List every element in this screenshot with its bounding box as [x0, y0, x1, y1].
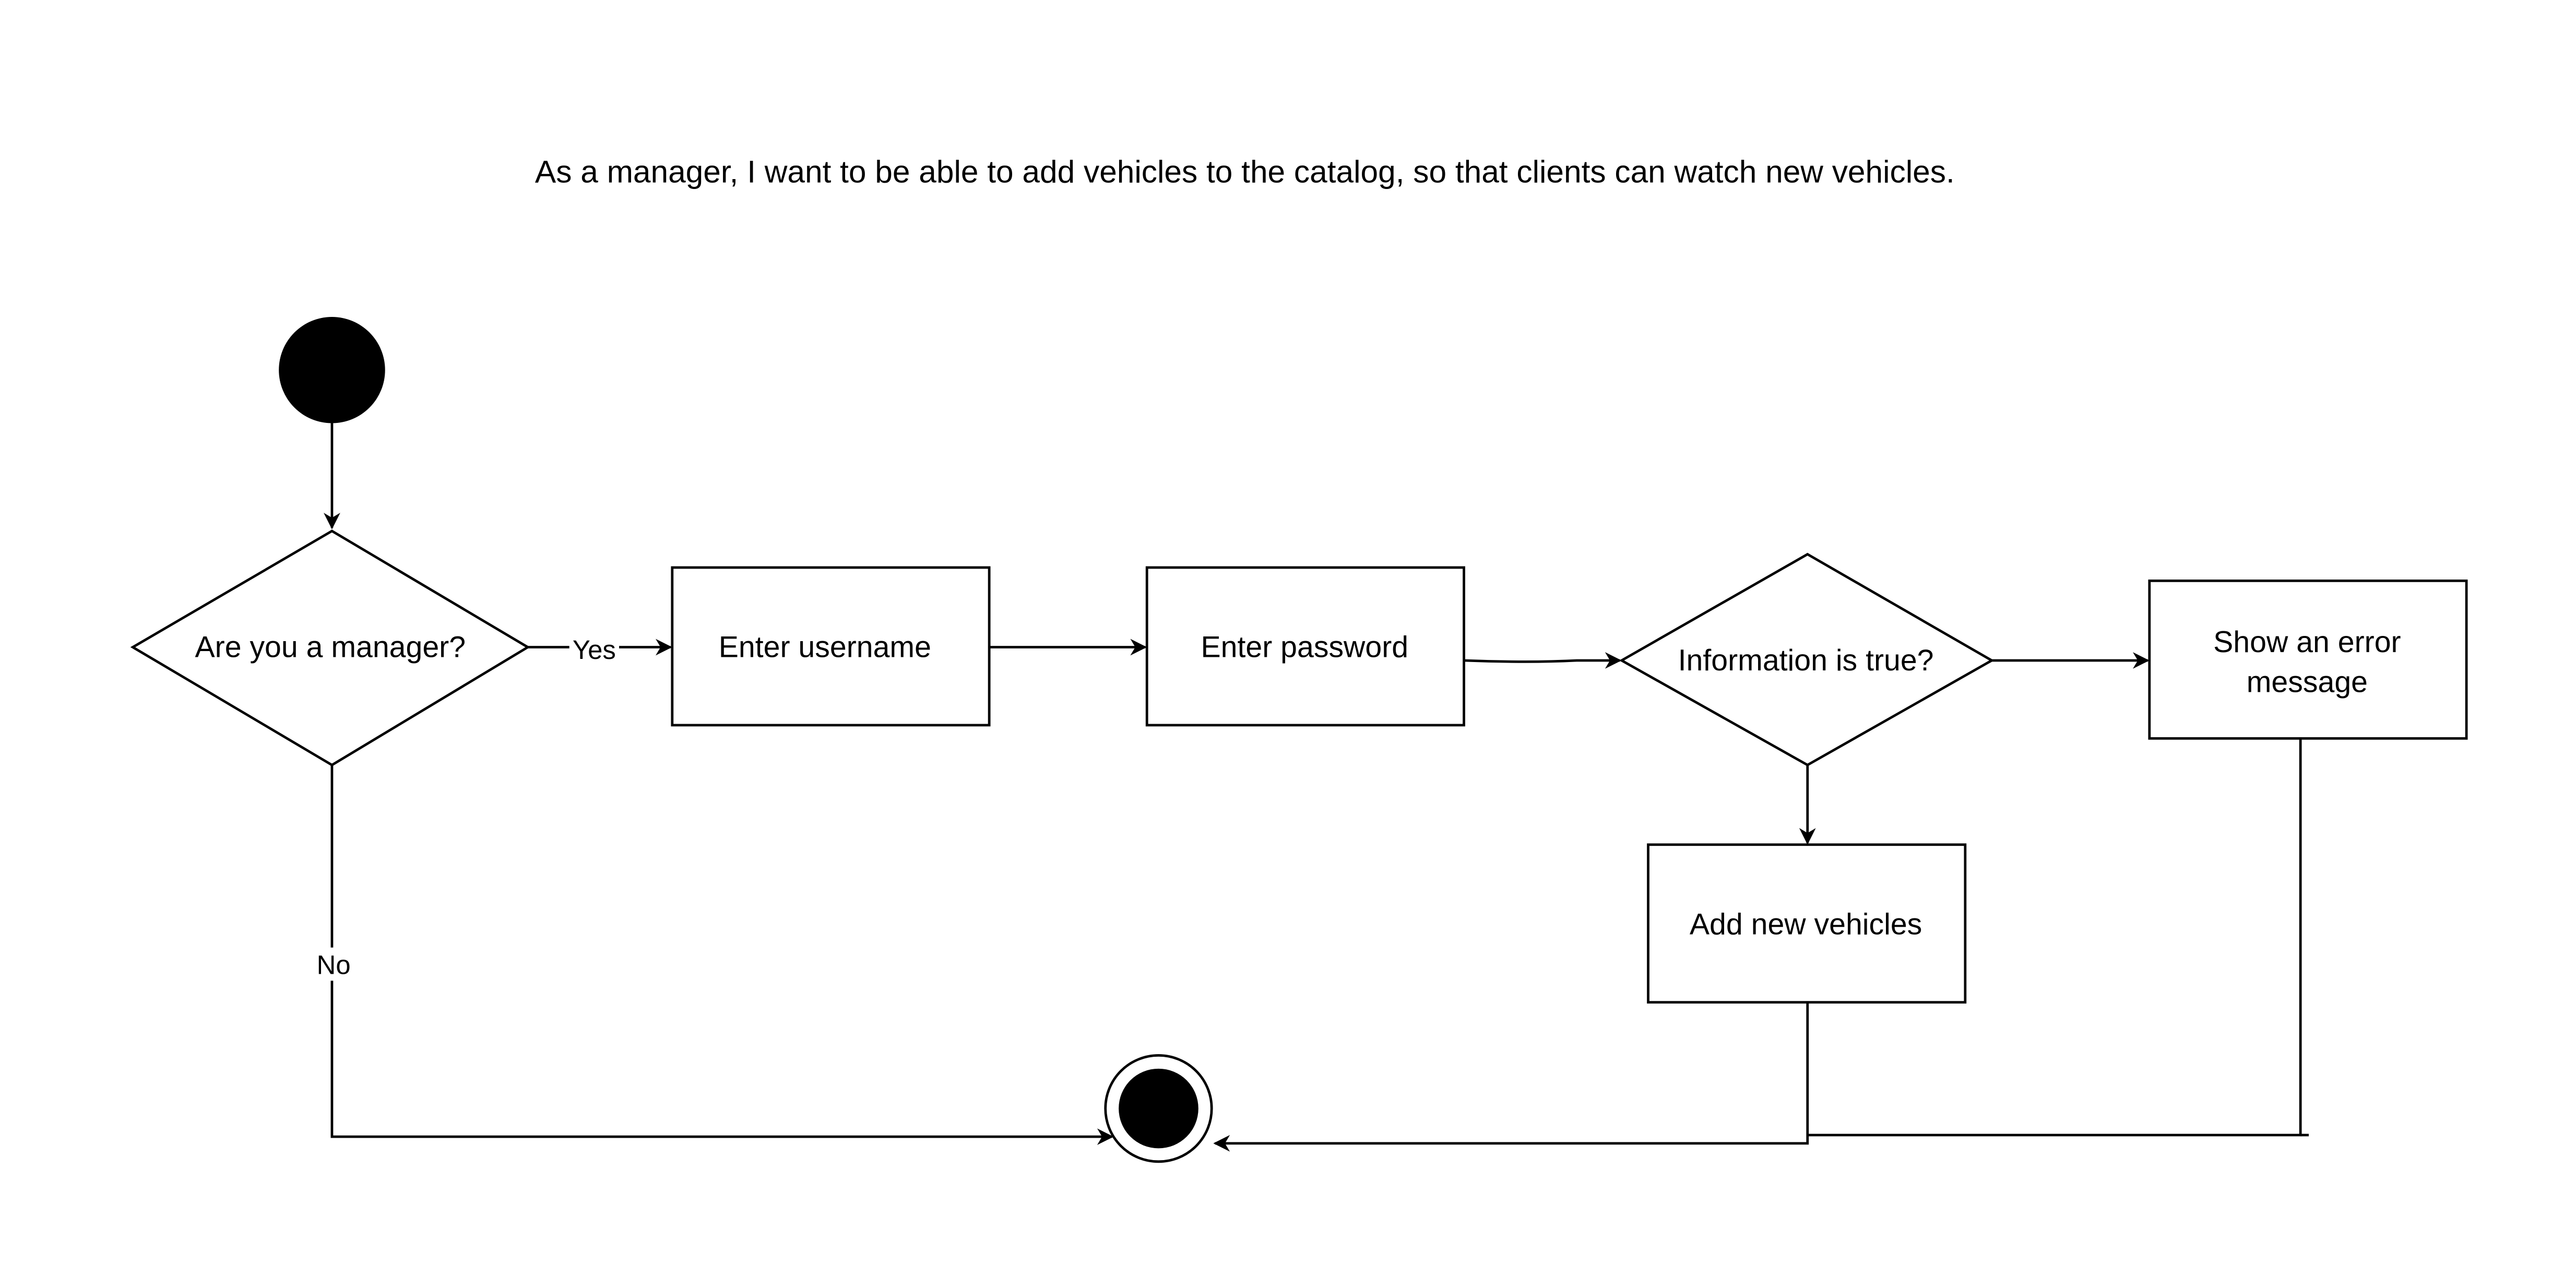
- edge-no-to-end: [330, 765, 1114, 1146]
- action-enter-password: [1145, 566, 1465, 727]
- action-show-error-label-line2: message: [2247, 665, 2368, 699]
- initial-node: [279, 317, 385, 423]
- edge-yes-label-bg: [569, 632, 620, 663]
- edge-password-to-info: [1464, 652, 1622, 669]
- final-node: [1119, 1068, 1198, 1149]
- action-add-vehicles-label: Add new vehicles: [1690, 907, 1922, 941]
- action-show-error: [2148, 580, 2468, 740]
- edge-no-label-bg: [312, 947, 355, 981]
- action-enter-password-label: Enter password: [1201, 631, 1408, 664]
- action-show-error-label-line1: Show an error: [2213, 625, 2401, 659]
- edge-add-to-end: [1213, 1002, 1809, 1152]
- action-add-vehicles: [1647, 843, 1967, 1004]
- decision-manager-label: Are you a manager?: [195, 631, 466, 664]
- action-enter-username: [671, 566, 991, 727]
- action-enter-username-label: Enter username: [719, 631, 931, 664]
- diagram-title: As a manager, I want to be able to add v…: [535, 154, 1955, 190]
- edge-no-label: No: [317, 950, 351, 980]
- decision-information-label: Information is true?: [1678, 644, 1934, 677]
- edge-yes-label: Yes: [573, 635, 616, 665]
